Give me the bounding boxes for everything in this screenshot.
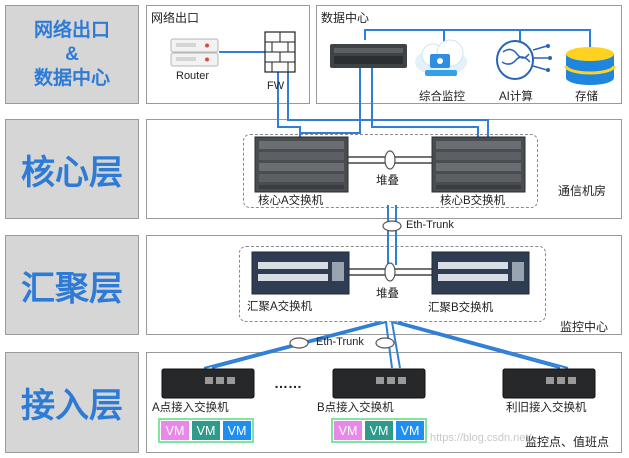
core-switch-b-label: 核心B交换机	[440, 195, 506, 207]
core-stack-ring	[384, 150, 396, 170]
aggregation-switch-a-icon	[251, 251, 350, 295]
agg-access-trunk-ring-left	[289, 337, 309, 349]
storage-label: 存储	[575, 91, 598, 103]
core-stack-label: 堆叠	[376, 175, 399, 187]
dc-switch-core-link	[300, 68, 361, 134]
access-switch-b-label: B点接入交换机	[317, 402, 394, 414]
vm-pink: VM	[333, 420, 363, 441]
core-location-label: 通信机房	[558, 184, 607, 198]
agg-stack-ring	[384, 262, 396, 282]
egress-panel-title: 网络出口	[151, 11, 200, 25]
layer-label-egress-line3: 数据中心	[33, 67, 110, 89]
vm-blue: VM	[222, 420, 252, 441]
core-switch-a-icon	[254, 136, 349, 193]
layer-label-egress: 网络出口 & 数据中心	[5, 5, 139, 104]
access-switch-b-icon	[332, 368, 426, 399]
fw-core-b-link	[287, 70, 489, 147]
access-switch-a-icon	[161, 368, 255, 399]
access-ellipsis: ……	[274, 375, 302, 391]
aggregation-stack-label: 堆叠	[376, 288, 399, 300]
vm-pink: VM	[160, 420, 190, 441]
firewall-icon	[264, 31, 296, 73]
agg-access-link-b2	[391, 321, 401, 369]
vm-blue: VM	[395, 420, 425, 441]
layer-label-egress-line2: &	[65, 43, 79, 65]
dc-monitor-link	[364, 29, 445, 50]
router-label: Router	[176, 70, 210, 82]
access-switch-old-label: 利旧接入交换机	[506, 402, 587, 414]
aggregation-location-label: 监控中心	[560, 320, 609, 334]
agg-access-link-c2	[397, 321, 569, 369]
aggregation-switch-b-icon	[431, 251, 530, 295]
datacenter-switch-icon	[330, 44, 407, 68]
dc-switch-core-b-link	[371, 68, 479, 147]
monitor-label: 综合监控	[419, 91, 465, 103]
layer-label-aggregation: 汇聚层	[5, 235, 139, 335]
datacenter-panel-title: 数据中心	[321, 11, 370, 25]
access-switch-old-icon	[502, 368, 596, 399]
ai-brain-icon	[496, 40, 552, 80]
layer-label-access: 接入层	[5, 352, 139, 453]
router-icon	[170, 38, 219, 67]
agg-access-link-c1	[391, 321, 561, 369]
core-stack-group	[243, 134, 538, 208]
storage-icon	[564, 47, 616, 85]
access-switch-a-label: A点接入交换机	[152, 402, 229, 414]
ai-label: AI计算	[499, 91, 533, 103]
agg-access-trunk-label: Eth-Trunk	[316, 336, 364, 348]
dc-storage-link	[520, 29, 591, 50]
core-switch-b-icon	[431, 136, 526, 193]
core-switch-a-label: 核心A交换机	[258, 195, 324, 207]
layer-label-core: 核心层	[5, 119, 139, 219]
aggregation-switch-b-label: 汇聚B交换机	[428, 302, 494, 314]
layer-label-egress-line1: 网络出口	[33, 19, 110, 41]
monitor-cloud-icon	[415, 39, 467, 76]
vm-group-a: VM VM VM	[158, 418, 254, 443]
core-panel	[146, 119, 622, 219]
agg-access-trunk-ring-right	[375, 337, 395, 349]
core-agg-trunk-ring	[382, 220, 402, 232]
vm-teal: VM	[191, 420, 221, 441]
access-location-label: 监控点、值班点	[525, 435, 610, 449]
vm-group-b: VM VM VM	[331, 418, 427, 443]
core-agg-trunk-label: Eth-Trunk	[406, 219, 454, 231]
aggregation-switch-a-label: 汇聚A交换机	[247, 301, 313, 313]
vm-teal: VM	[364, 420, 394, 441]
firewall-label: FW	[267, 80, 285, 92]
watermark: https://blog.csdn.net/	[430, 432, 532, 444]
